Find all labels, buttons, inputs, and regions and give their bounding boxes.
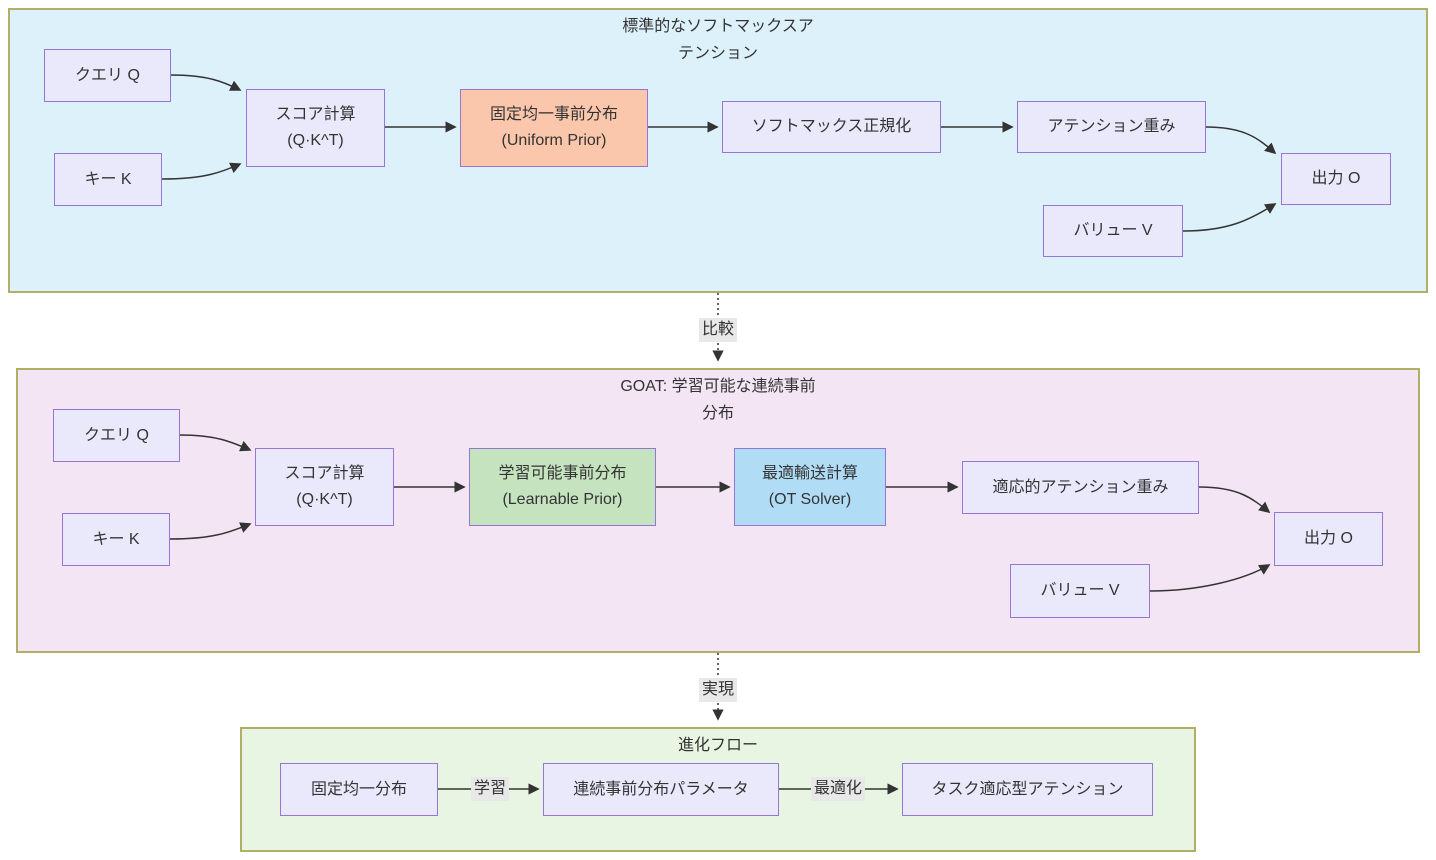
connector-label-compare: 比較 xyxy=(698,318,738,342)
goat-node-learnable-prior: 学習可能事前分布 (Learnable Prior) xyxy=(469,448,656,526)
evo-node-continuous-params: 連続事前分布パラメータ xyxy=(543,763,779,816)
goat-node-output-o: 出力 O xyxy=(1274,512,1383,566)
edge-label-optimize: 最適化 xyxy=(810,777,866,801)
cluster-title-evolution: 進化フロー xyxy=(677,737,758,754)
std-node-attention-weights: アテンション重み xyxy=(1017,101,1206,153)
connector-label-realize: 実現 xyxy=(698,678,738,702)
std-node-key-k: キー K xyxy=(54,153,162,206)
cluster-title-standard: 標準的なソフトマックスア テンション xyxy=(622,18,814,62)
cluster-title-goat: GOAT: 学習可能な連続事前 分布 xyxy=(620,378,816,422)
cluster-goat-learnable-prior: GOAT: 学習可能な連続事前 分布 xyxy=(16,368,1420,653)
std-node-softmax-norm: ソフトマックス正規化 xyxy=(722,101,941,153)
std-node-query-q: クエリ Q xyxy=(44,49,171,102)
evo-node-task-adaptive: タスク適応型アテンション xyxy=(902,763,1153,816)
goat-node-query-q: クエリ Q xyxy=(53,409,180,462)
cluster-standard-softmax-attention: 標準的なソフトマックスア テンション xyxy=(8,8,1428,293)
evo-node-fixed-uniform: 固定均一分布 xyxy=(280,763,438,816)
goat-node-ot-solver: 最適輸送計算 (OT Solver) xyxy=(734,448,886,526)
std-node-score-calc: スコア計算 (Q·K^T) xyxy=(246,89,385,167)
goat-node-adaptive-weights: 適応的アテンション重み xyxy=(962,461,1199,514)
goat-node-value-v: バリュー V xyxy=(1010,564,1150,618)
edge-label-learn: 学習 xyxy=(470,777,510,801)
goat-node-key-k: キー K xyxy=(62,513,170,566)
std-node-output-o: 出力 O xyxy=(1281,153,1391,205)
std-node-uniform-prior: 固定均一事前分布 (Uniform Prior) xyxy=(460,89,648,167)
std-node-value-v: バリュー V xyxy=(1043,205,1183,257)
goat-node-score-calc: スコア計算 (Q·K^T) xyxy=(255,448,394,526)
